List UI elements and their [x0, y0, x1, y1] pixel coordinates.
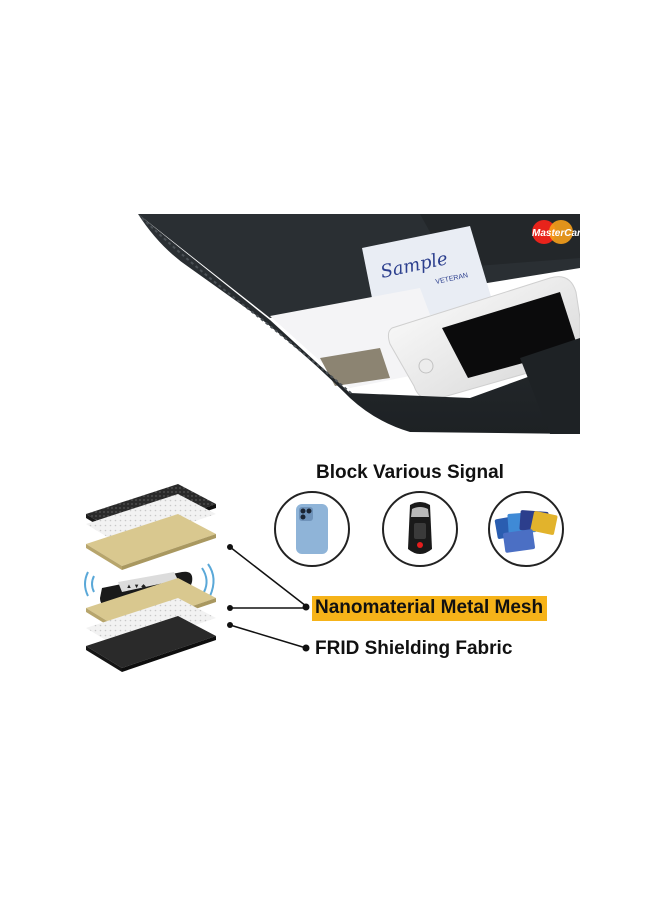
shielding-fabric-layer-1	[86, 494, 216, 546]
metal-mesh-label: Nanomaterial Metal Mesh	[312, 596, 548, 621]
shielding-fabric-label: FRID Shielding Fabric	[315, 638, 513, 659]
pouch-photo: MasterCard Sample VETERAN	[138, 214, 580, 434]
metal-mesh-layer-1	[86, 514, 216, 570]
smartphone-icon	[296, 504, 328, 554]
smartphone-signal-circle	[274, 491, 350, 567]
car-key-signal-circle	[382, 491, 458, 567]
svg-text:▲ ▼ ◆: ▲ ▼ ◆	[126, 584, 146, 590]
outer-fabric-layer-bottom	[86, 616, 216, 672]
car-key-fob-icon	[408, 502, 432, 554]
credit-cards-icon	[494, 510, 558, 553]
card-brand-text: MasterCard	[532, 228, 580, 239]
credit-cards-signal-circle	[488, 491, 564, 567]
block-signal-heading: Block Various Signal	[316, 462, 504, 483]
layer-diagram: ▲ ▼ ◆	[84, 484, 216, 672]
